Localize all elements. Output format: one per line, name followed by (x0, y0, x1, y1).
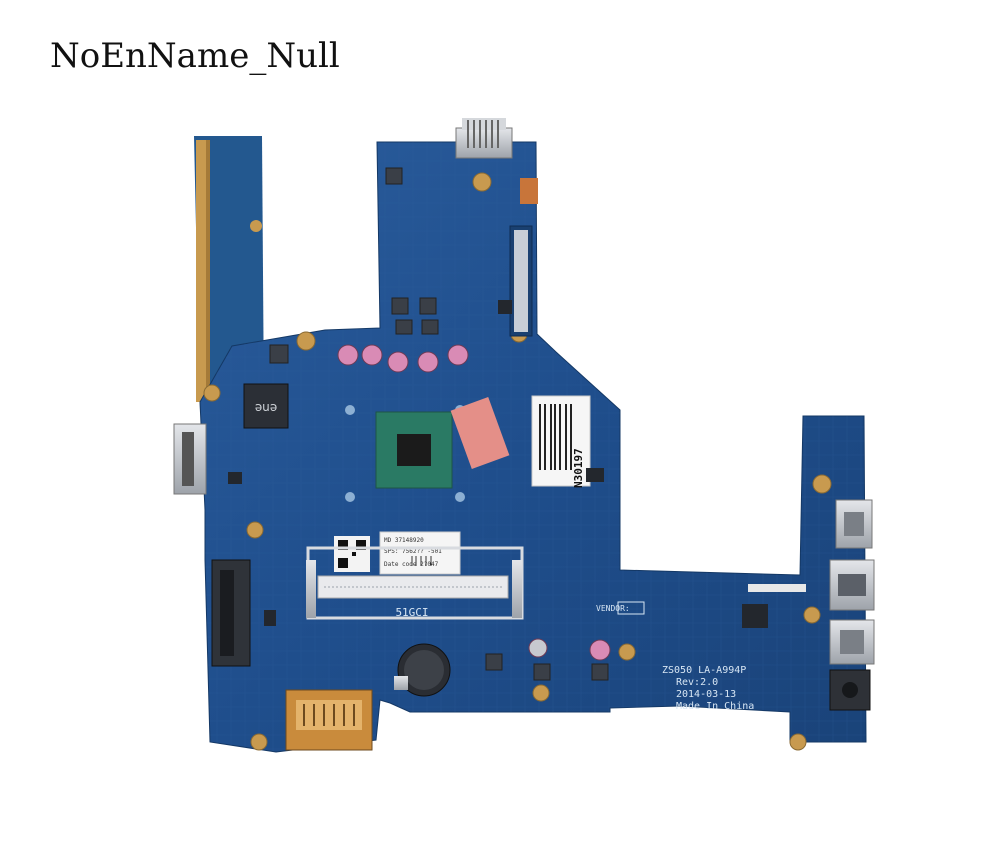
sticker-code: N30197 (572, 448, 585, 488)
ram-slot: 51GCI (306, 546, 524, 620)
inductors (269, 167, 609, 681)
mini-card-slot (509, 225, 533, 337)
ec-chip: ene (243, 383, 289, 429)
capacitors (337, 344, 611, 661)
board-date: 2014-03-13 (676, 689, 736, 700)
sata-connector-top (173, 423, 207, 495)
chip-logo-text: ene (255, 401, 277, 415)
cmos-battery (394, 643, 451, 697)
usb-port-1 (835, 499, 873, 549)
small-connector (520, 178, 538, 204)
board-revision: Rev:2.0 (676, 677, 718, 688)
ffc-connector (285, 689, 373, 751)
left-strip-board (194, 136, 264, 410)
warranty-sticker (450, 397, 510, 469)
part-label-line-3: Date code 2?047 (384, 561, 439, 568)
hdmi-port (829, 559, 875, 611)
small-ics (228, 300, 768, 628)
watermark-text: NoEnName_Null (50, 36, 340, 76)
board-origin: Made In China (676, 701, 754, 712)
part-label: MD 37148920 SPS: 7562?? -501 Date code 2… (379, 531, 461, 575)
sata-connector-bottom (211, 559, 251, 667)
usb-port-2 (829, 619, 875, 665)
barcode-sticker: N30197 (531, 395, 591, 488)
vendor-box: VENDOR: (596, 601, 645, 615)
board-model: ZS050 LA-A994P (662, 665, 746, 676)
part-label-line-1: MD 37148920 (384, 537, 424, 544)
slot-label: 51GCI (395, 606, 428, 619)
part-label-line-2: SPS: 7562?? -501 (384, 548, 442, 555)
white-header (748, 584, 806, 592)
power-connector (455, 118, 513, 159)
cpu-package (375, 411, 453, 489)
qr-code (334, 536, 370, 572)
vendor-label: VENDOR: (596, 604, 630, 613)
audio-jack (829, 669, 871, 711)
